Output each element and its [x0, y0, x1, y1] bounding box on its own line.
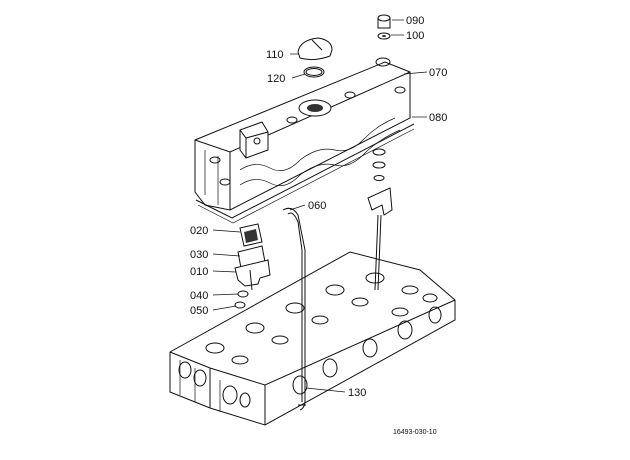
part-label-040: 040 — [190, 290, 208, 302]
oil-pipe — [282, 207, 306, 411]
stud-and-bracket — [367, 148, 393, 291]
part-labels: 090 100 110 120 070 080 060 020 030 010 … — [190, 15, 447, 399]
part-label-030: 030 — [190, 249, 208, 261]
part-label-050: 050 — [190, 305, 208, 317]
part-label-120: 120 — [267, 73, 285, 85]
cap-nut — [377, 14, 391, 29]
part-label-070: 070 — [429, 67, 447, 79]
part-label-060: 060 — [308, 200, 326, 212]
reference-code: 16493-030-10 — [393, 429, 437, 436]
part-label-020: 020 — [190, 225, 208, 237]
part-label-090: 090 — [406, 15, 424, 27]
injector-clamp-set — [234, 223, 271, 309]
o-ring — [303, 66, 325, 78]
oil-filler-cap — [297, 37, 333, 61]
part-label-010: 010 — [190, 266, 208, 278]
part-label-130: 130 — [348, 387, 366, 399]
part-label-110: 110 — [266, 49, 284, 61]
part-label-080: 080 — [429, 112, 447, 124]
part-label-100: 100 — [406, 30, 424, 42]
cylinder-head-cover — [194, 57, 411, 211]
cover-gasket — [195, 123, 415, 224]
leader-lines — [212, 19, 428, 393]
washer — [377, 32, 391, 40]
cylinder-head — [169, 251, 456, 426]
